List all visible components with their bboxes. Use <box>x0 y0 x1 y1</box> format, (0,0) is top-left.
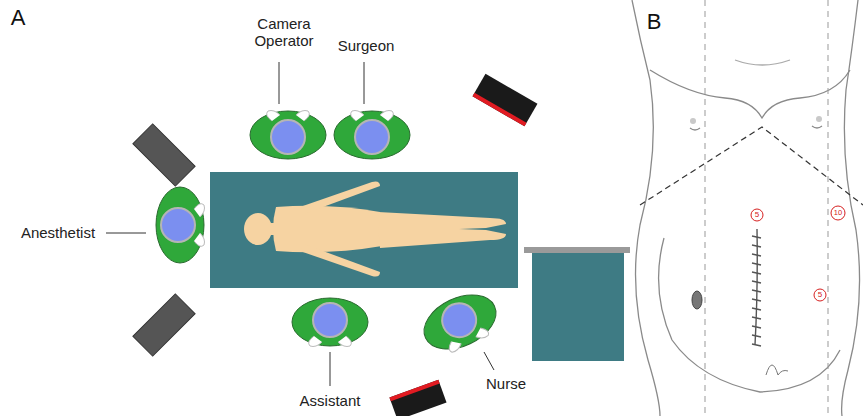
panel-letter: B <box>647 9 662 34</box>
patient <box>244 182 506 277</box>
signature-scribble <box>766 365 788 375</box>
callout-number: 10 <box>834 209 842 218</box>
nipple <box>690 118 696 124</box>
role-label: Assistant <box>300 392 361 409</box>
monitor <box>133 74 538 416</box>
leader-line <box>106 62 494 386</box>
role-label: Surgeon <box>338 37 395 54</box>
role-label: Nurse <box>486 375 526 392</box>
instrument-table <box>524 247 630 361</box>
operating-table <box>210 172 518 288</box>
callout-number: 5 <box>755 210 759 219</box>
panel-letter: A <box>11 5 26 30</box>
costal-margin <box>640 127 863 205</box>
nipple <box>816 116 822 122</box>
torso-outline <box>632 0 860 416</box>
reference-line <box>705 0 828 416</box>
midline-incision <box>752 229 761 346</box>
port-circle <box>751 206 845 301</box>
stoma <box>692 291 702 309</box>
role-label: Camera Operator <box>249 15 319 50</box>
callout-number: 5 <box>818 290 822 299</box>
role-label: Anesthetist <box>21 224 95 241</box>
staff-figure <box>156 111 505 361</box>
